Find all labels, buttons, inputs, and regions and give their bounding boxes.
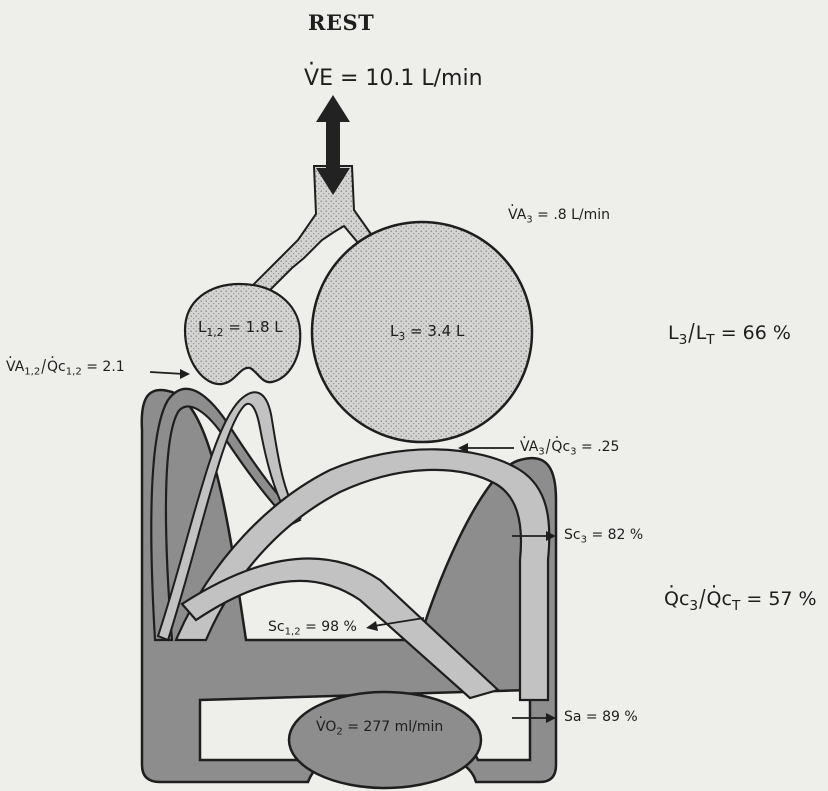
arterial-saturation-label: Sa = 89 %	[564, 710, 638, 724]
large-lung-volume-label: L3 = 3.4 L	[390, 324, 464, 339]
sc12-saturation-label: Sc1,2 = 98 %	[268, 620, 357, 634]
small-lung-volume-label: L1,2 = 1.8 L	[198, 320, 283, 335]
minute-ventilation-label: VE = 10.1 L/min	[304, 68, 483, 90]
alveolar-ventilation-3-label: VA3 = .8 L/min	[508, 208, 610, 222]
lung-fraction-label: L3/LT = 66 %	[668, 324, 791, 343]
sc3-saturation-label: Sc3 = 82 %	[564, 528, 643, 542]
arrowhead-small-lung-icon	[180, 369, 190, 379]
ratio-12-label: VA1,2/Qc1,2 = 2.1	[6, 360, 125, 374]
diagram-title: REST	[308, 12, 374, 33]
tissue-oval	[289, 692, 481, 788]
ratio-3-label: VA3/Qc3 = .25	[520, 440, 619, 454]
arrowhead-sc12-icon	[366, 621, 378, 631]
flow-fraction-label: Qc3/QcT = 57 %	[664, 590, 817, 609]
oxygen-consumption-label: VO2 = 277 ml/min	[316, 720, 443, 734]
arrow-to-small-lung	[150, 372, 184, 374]
